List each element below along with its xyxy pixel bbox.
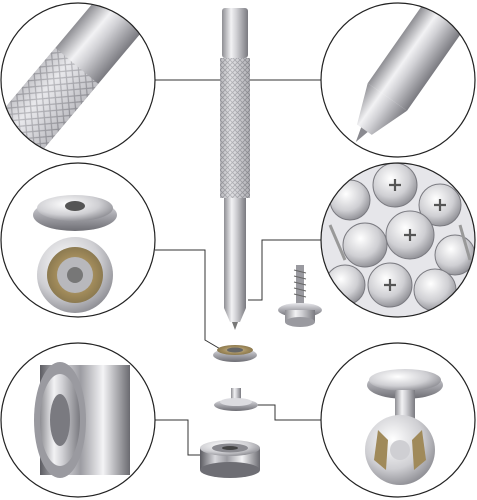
leader-lines <box>155 79 321 456</box>
post-ring-detail-callout <box>0 342 156 498</box>
eyelet-post <box>214 388 258 411</box>
knurled-grip-detail-callout <box>0 2 156 158</box>
screw-studs-pile-callout <box>320 162 476 318</box>
setting-tool <box>220 8 250 330</box>
post-barrel <box>200 440 260 478</box>
cap-and-prongs-detail-callout <box>320 342 476 498</box>
tool-tip-detail-callout <box>320 2 476 158</box>
cap-and-socket-detail-callout <box>0 162 156 318</box>
socket-cap <box>213 345 257 362</box>
screw-stud <box>278 265 322 327</box>
